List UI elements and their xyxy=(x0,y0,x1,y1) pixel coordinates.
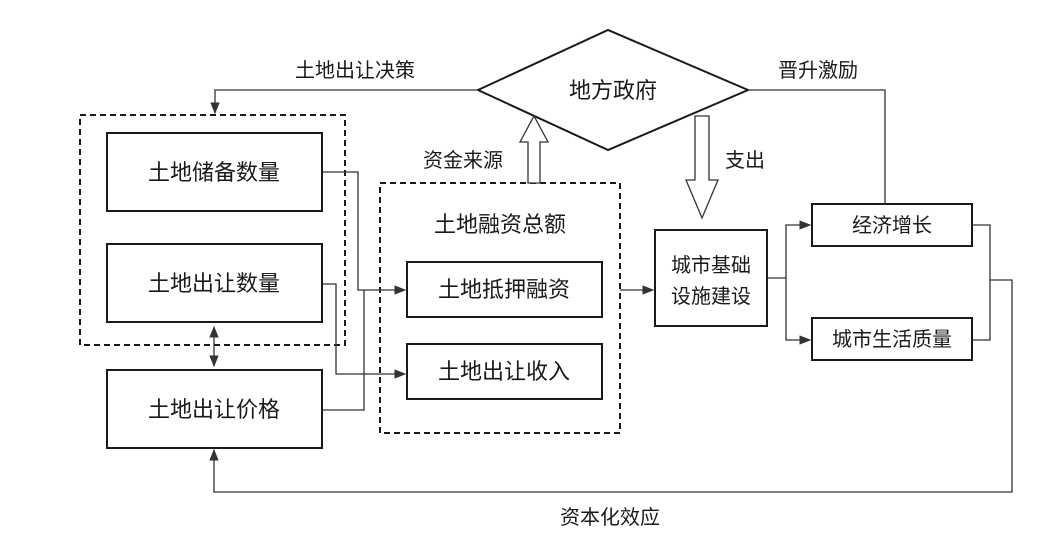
economic-growth-label: 经济增长 xyxy=(852,213,932,237)
mortgage-financing-box xyxy=(406,261,603,318)
land-financing-group xyxy=(379,182,621,434)
promotion-incentive-label: 晋升激励 xyxy=(778,58,858,82)
capitalization-effect-label: 资本化效应 xyxy=(560,505,660,529)
government-label: 地方政府 xyxy=(569,79,657,104)
infrastructure-label-line2: 设施建设 xyxy=(671,284,751,308)
transfer-qty-to-income-arrow xyxy=(322,283,407,379)
fund-source-arrow xyxy=(518,114,550,184)
fund-source-label: 资金来源 xyxy=(423,148,503,172)
life-quality-label: 城市生活质量 xyxy=(832,327,952,351)
land-price-box xyxy=(106,369,323,449)
land-supply-group xyxy=(79,114,346,346)
price-to-mortgage-line xyxy=(322,290,365,411)
outcomes-merge-line xyxy=(972,224,991,341)
land-reserve-box xyxy=(106,132,323,212)
land-price-label: 土地出让价格 xyxy=(148,398,280,423)
economic-growth-box xyxy=(811,203,973,247)
infrastructure-label-line1: 城市基础 xyxy=(671,253,751,277)
land-transfer-qty-label: 土地出让数量 xyxy=(148,272,280,297)
transfer-income-box xyxy=(406,343,603,400)
land-transfer-qty-box xyxy=(106,243,323,323)
infrastructure-to-growth-arrow xyxy=(767,220,812,279)
capitalization-effect-arrow xyxy=(209,279,1013,493)
transfer-income-label: 土地出让收入 xyxy=(438,360,570,385)
expenditure-label: 支出 xyxy=(725,148,765,172)
mortgage-financing-label: 土地抵押融资 xyxy=(438,278,570,303)
promotion-incentive-line xyxy=(748,89,886,204)
financing-total-label: 土地融资总额 xyxy=(434,213,566,238)
life-quality-box xyxy=(811,317,973,361)
land-reserve-label: 土地储备数量 xyxy=(148,161,280,186)
infrastructure-to-quality-arrow xyxy=(785,278,812,345)
infrastructure-box xyxy=(654,229,768,327)
expenditure-arrow xyxy=(685,115,719,220)
transfer-decision-arrow xyxy=(210,89,478,115)
reserve-to-mortgage-arrow xyxy=(322,171,407,295)
transfer-decision-label: 土地出让决策 xyxy=(295,58,415,82)
